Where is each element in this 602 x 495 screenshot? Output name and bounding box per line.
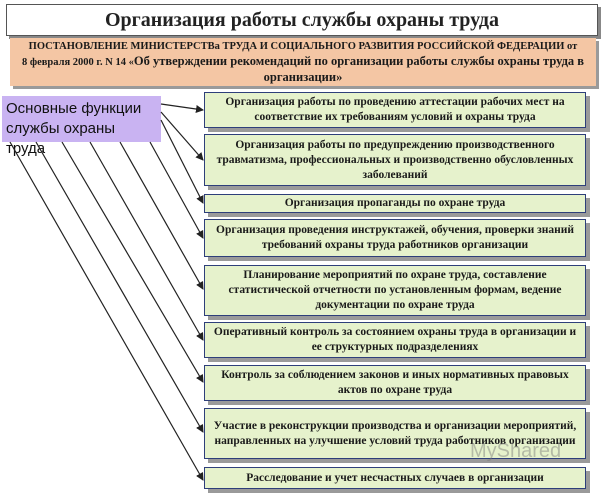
watermark: MyShared bbox=[470, 440, 562, 462]
decree-line3: организации» bbox=[263, 70, 343, 84]
function-item-3: Организация пропаганды по охране труда bbox=[204, 194, 586, 213]
function-item-6: Оперативный контроль за состоянием охран… bbox=[204, 322, 586, 358]
arrow-5 bbox=[119, 141, 204, 290]
function-item-2: Организация работы по предупреждению про… bbox=[204, 134, 586, 186]
function-item-9: Расследование и учет несчастных случаев … bbox=[204, 467, 586, 489]
arrow-6 bbox=[89, 141, 204, 341]
arrow-3 bbox=[160, 119, 204, 204]
function-item-1: Организация работы по проведению аттеста… bbox=[204, 92, 586, 128]
functions-label: Основные функции службы охраны труда bbox=[2, 96, 161, 157]
arrow-8 bbox=[35, 141, 204, 433]
arrow-2 bbox=[160, 111, 204, 161]
function-item-8: Участие в реконструкции производства и о… bbox=[204, 408, 586, 459]
arrow-1 bbox=[160, 103, 204, 113]
arrow-4 bbox=[149, 141, 204, 239]
page-title: Организация работы службы охраны труда bbox=[6, 4, 598, 36]
function-item-7: Контроль за соблюдением законов и иных н… bbox=[204, 365, 586, 401]
decree-line1: ПОСТАНОВЛЕНИЕ МИНИСТЕРСТВа ТРУДА И СОЦИА… bbox=[28, 41, 578, 52]
decree-line2: Об утверждении рекомендаций по организац… bbox=[133, 54, 585, 68]
function-item-4: Организация проведения инструктажей, обу… bbox=[204, 219, 586, 257]
decree-line2-prefix: 8 февраля 2000 г. N 14 « bbox=[21, 57, 134, 68]
arrow-7 bbox=[61, 141, 204, 383]
decree-reference: ПОСТАНОВЛЕНИЕ МИНИСТЕРСТВа ТРУДА И СОЦИА… bbox=[10, 38, 596, 86]
function-item-5: Планирование мероприятий по охране труда… bbox=[204, 265, 586, 316]
arrow-9 bbox=[9, 141, 204, 481]
